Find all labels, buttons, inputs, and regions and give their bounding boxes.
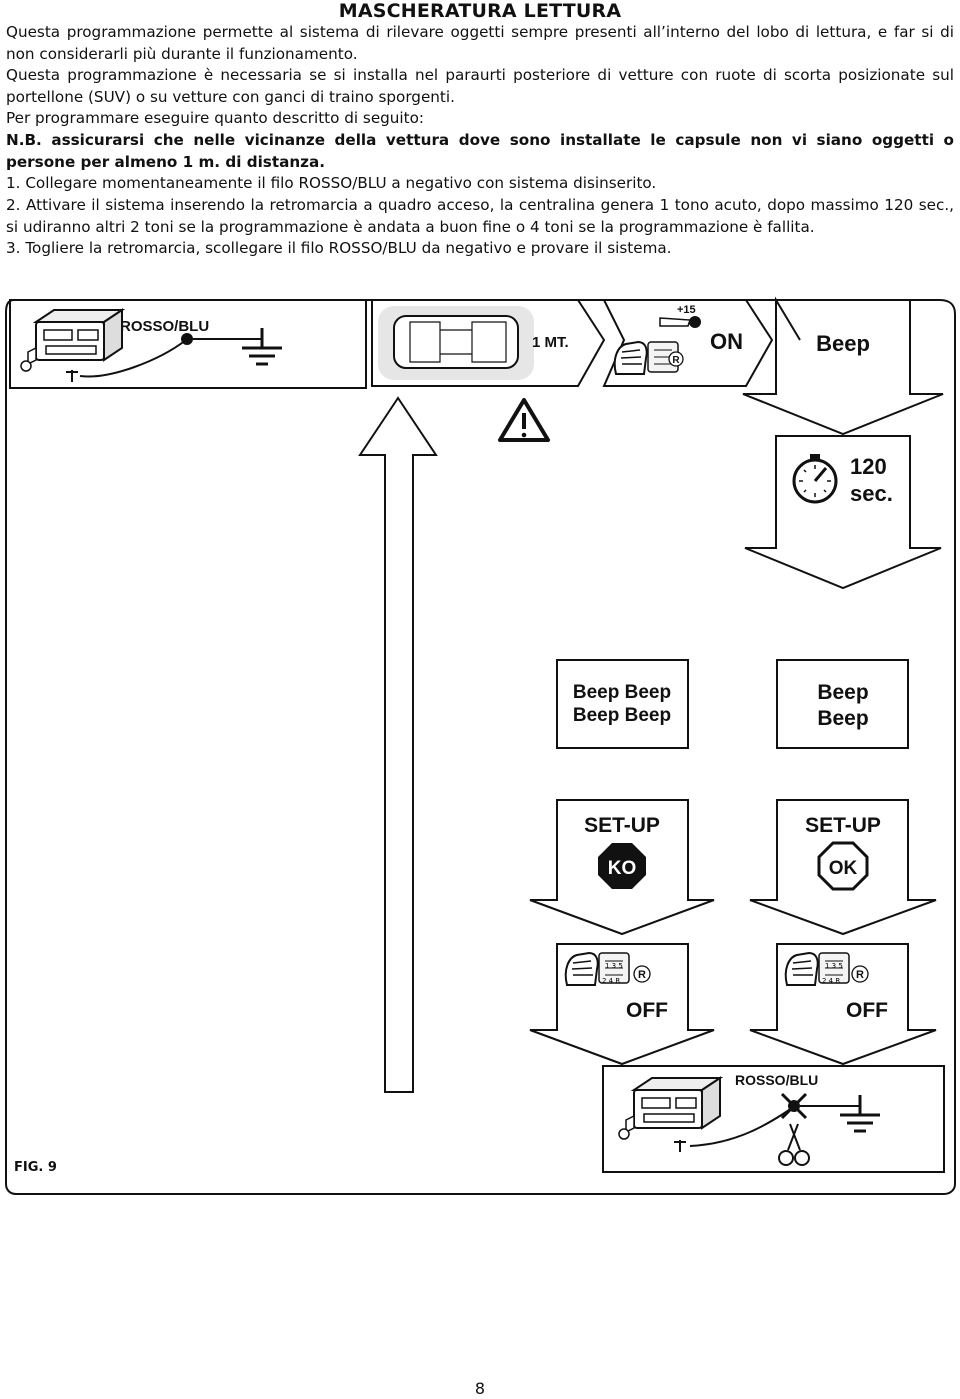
connector-icon — [66, 370, 78, 382]
step-3-number: 3. — [6, 239, 21, 257]
step-2-number: 2. — [6, 196, 21, 214]
wire-label: ROSSO/BLU — [120, 318, 209, 335]
ignition-label: +15 — [677, 304, 696, 316]
fail-beeps-box — [556, 659, 689, 749]
control-unit-icon — [20, 309, 123, 372]
wire-end-icon — [181, 333, 193, 345]
reverse-label: R — [672, 355, 680, 366]
gear-pattern-ko-top: 1 3 5 — [605, 962, 623, 970]
distance-label: 1 MT. — [532, 334, 569, 351]
reverse-ok-label: R — [856, 969, 864, 981]
programming-flow-diagram: ROSSO/BLU 1 MT. +15 R ON Beep 120 sec. B… — [5, 296, 956, 1195]
wire-label-bottom: ROSSO/BLU — [735, 1072, 818, 1088]
ok-label: OK — [829, 858, 858, 879]
gear-pattern-ok-top: 1 3 5 — [825, 962, 843, 970]
figure-frame — [5, 299, 956, 1195]
beep-label: Beep — [816, 331, 870, 356]
step-1: 1. Collegare momentaneamente il filo ROS… — [6, 172, 954, 194]
red-blue-wire — [79, 339, 187, 378]
fail-beeps-line-1: Beep Beep — [573, 682, 671, 703]
gear-pattern-ok-bottom: 2 4 R — [822, 977, 840, 985]
step-3: 3. Togliere la retromarcia, scollegare i… — [6, 237, 954, 259]
step-1-number: 1. — [6, 174, 21, 192]
step-2: 2. Attivare il sistema inserendo la retr… — [6, 194, 954, 238]
on-label: ON — [710, 329, 743, 354]
ok-beeps-line-2: Beep — [817, 707, 868, 730]
setup-ko-label: SET-UP — [584, 814, 660, 837]
ok-stop-sign-icon — [817, 841, 869, 891]
figure-caption: FIG. 9 — [14, 1160, 57, 1175]
timer-arrow — [744, 435, 942, 590]
timer-value: 120 — [850, 454, 887, 479]
disconnect-x-icon — [780, 1092, 808, 1120]
step-2-text: Attivare il sistema inserendo la retroma… — [6, 196, 955, 236]
step-1-panel — [9, 299, 367, 389]
intro-paragraph-1: Questa programmazione permette al sistem… — [6, 23, 954, 63]
return-arrow — [358, 396, 438, 1093]
beep-arrow — [742, 296, 944, 436]
warning-icon — [498, 398, 550, 442]
ground-icon — [240, 326, 284, 366]
step-1-text: Collegare momentaneamente il filo ROSSO/… — [25, 174, 657, 192]
ko-stop-sign-icon — [598, 843, 646, 889]
page-number: 8 — [474, 1379, 486, 1398]
step-3-text: Togliere la retromarcia, scollegare il f… — [25, 239, 672, 257]
ok-beeps-box — [776, 659, 909, 749]
setup-ok-label: SET-UP — [805, 814, 881, 837]
page-title: MASCHERATURA LETTURA — [338, 0, 622, 22]
gear-pattern-ko-bottom: 2 4 R — [602, 977, 620, 985]
reverse-ko-label: R — [638, 969, 646, 981]
fail-beeps-line-2: Beep Beep — [573, 705, 671, 726]
nb-note: N.B. assicurarsi che nelle vicinanze del… — [6, 131, 954, 171]
scissors-icon — [787, 1123, 801, 1151]
key-icon — [689, 316, 701, 328]
timer-unit: sec. — [850, 481, 893, 506]
off-ko-label: OFF — [626, 999, 668, 1022]
off-ok-label: OFF — [846, 999, 888, 1022]
ko-label: KO — [608, 858, 637, 879]
intro-paragraph-3: Per programmare eseguire quanto descritt… — [6, 109, 425, 127]
intro-paragraph-2: Questa programmazione è necessaria se si… — [6, 66, 954, 106]
ok-beeps-line-1: Beep — [817, 681, 868, 704]
car-top-view-icon — [393, 315, 519, 369]
red-blue-wire-bottom — [689, 1107, 793, 1147]
